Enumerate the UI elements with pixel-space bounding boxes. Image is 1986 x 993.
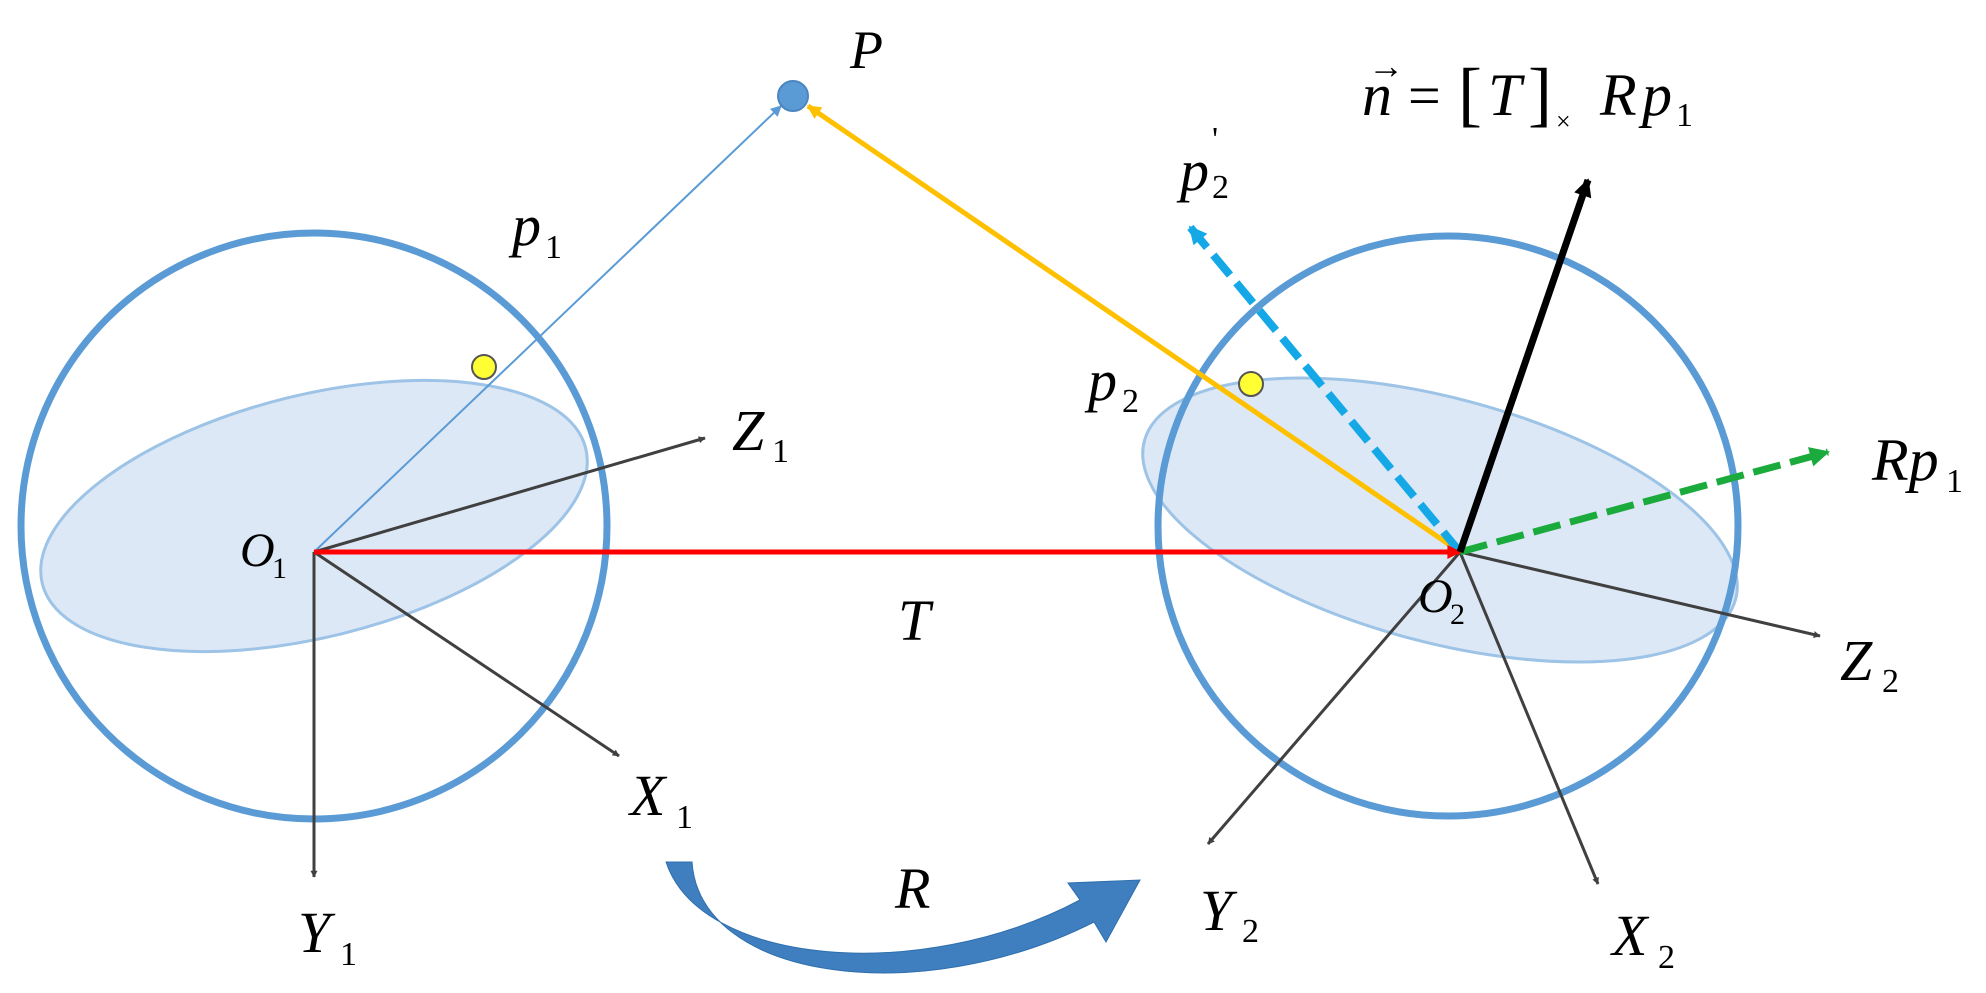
equation-p: p	[1638, 62, 1672, 128]
label-X1-base: X	[628, 763, 668, 828]
label-O1: O 1	[240, 524, 287, 585]
equation-R: R	[1599, 62, 1637, 128]
label-X1-sub: 1	[676, 799, 693, 836]
right-equator-disk	[1141, 376, 1739, 664]
equation-T: T	[1488, 62, 1525, 128]
label-P: P	[849, 20, 883, 80]
rotation-arrow	[665, 861, 1141, 974]
equation-lbracket: [	[1458, 54, 1482, 134]
label-p2-prime-base: p	[1176, 138, 1209, 203]
label-O2: O 2	[1418, 570, 1465, 631]
axis-x2	[1458, 551, 1600, 885]
ray-p1	[313, 105, 782, 553]
label-X2: X 2	[1610, 903, 1675, 976]
label-Z1-sub: 1	[772, 433, 789, 470]
label-Y1: Y 1	[298, 900, 357, 973]
label-Rp1-base: Rp	[1871, 427, 1939, 493]
label-p2-base: p	[1084, 348, 1117, 413]
label-Z2-sub: 2	[1882, 663, 1899, 700]
point-P	[777, 80, 809, 112]
label-p1-sub: 1	[545, 229, 562, 266]
label-O1-sub: 1	[272, 552, 287, 585]
label-p2-prime-sub: 2	[1212, 169, 1229, 206]
label-p2-prime: p ' 2	[1176, 121, 1229, 206]
label-Z1-base: Z	[732, 398, 765, 463]
axis-y2	[1206, 551, 1462, 845]
equation-rbracket: ]	[1528, 54, 1552, 134]
equation-n-arrow: →	[1368, 46, 1404, 86]
label-p2: p 2	[1084, 348, 1139, 420]
equation-equals: =	[1408, 63, 1441, 128]
right-sphere-outline	[1154, 232, 1742, 820]
label-p1-base: p	[508, 193, 541, 258]
label-p2-sub: 2	[1122, 383, 1139, 420]
axis-z1	[313, 436, 706, 554]
label-O2-sub: 2	[1450, 598, 1465, 631]
feature-point-p1	[471, 354, 497, 380]
ray-p2	[806, 103, 1462, 555]
label-Z1: Z 1	[732, 398, 789, 470]
label-O2-base: O	[1418, 570, 1453, 623]
right-sphere	[1141, 232, 1742, 820]
axis-x1	[313, 550, 620, 758]
label-Y1-sub: 1	[340, 936, 357, 973]
left-equator-disk	[39, 378, 589, 654]
label-p1: p 1	[508, 193, 562, 266]
equation-n: n	[1362, 62, 1392, 128]
label-X2-base: X	[1610, 903, 1650, 968]
axis-z2	[1459, 550, 1821, 638]
label-X2-sub: 2	[1658, 939, 1675, 976]
label-Y2: Y 2	[1200, 878, 1259, 950]
label-R: R	[894, 856, 930, 921]
label-p2-prime-sup: '	[1212, 121, 1218, 158]
label-Z2-base: Z	[1840, 628, 1873, 693]
feature-point-p2	[1238, 371, 1264, 397]
label-Z2: Z 2	[1840, 628, 1899, 700]
ray-rp1	[1459, 447, 1830, 556]
label-O1-base: O	[240, 524, 275, 577]
label-Y2-sub: 2	[1242, 913, 1259, 950]
label-Y2-base: Y	[1200, 878, 1238, 943]
label-T: T	[898, 588, 934, 653]
label-Rp1: Rp 1	[1871, 427, 1963, 500]
equation-p-sub: 1	[1676, 97, 1693, 134]
label-X1: X 1	[628, 763, 693, 836]
normal-vector	[1456, 178, 1592, 554]
equation-cross: ×	[1556, 107, 1571, 136]
equation-normal: → n = [ T ] × R p 1	[1362, 46, 1693, 136]
label-Y1-base: Y	[298, 900, 336, 965]
label-Rp1-sub: 1	[1946, 463, 1963, 500]
